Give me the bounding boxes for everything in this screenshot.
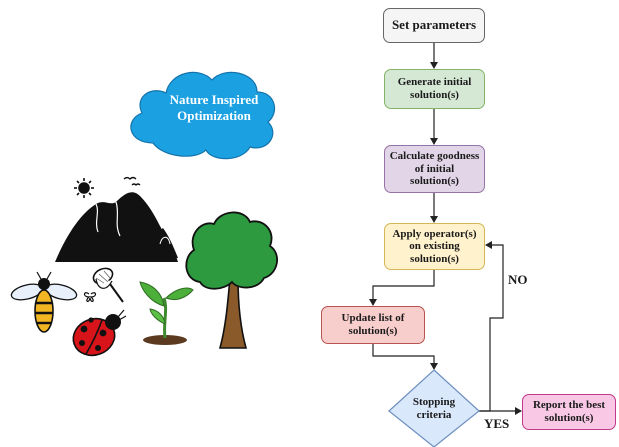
seedling-icon (139, 281, 194, 345)
yes-edge-label: YES (484, 416, 510, 431)
ladybug-icon (72, 309, 127, 357)
decision-diamond-shape (388, 369, 480, 447)
cloud-label: Nature Inspired Optimization (169, 92, 259, 123)
set-parameters-step: Set parameters (383, 8, 485, 43)
stopping-criteria-label: Stopping criteria (412, 396, 456, 422)
no-edge-label: NO (508, 272, 528, 287)
flowchart-connectors (369, 43, 522, 415)
butterfly-net-icon (92, 267, 124, 303)
bee-icon (10, 271, 78, 333)
report-best-solutions-step: Report the best solution(s) (522, 394, 616, 430)
birds-icon (123, 176, 141, 186)
generate-initial-solutions-step: Generate initial solution(s) (384, 69, 485, 109)
cloud-shape (130, 71, 276, 160)
mountain-icon (55, 192, 178, 262)
apply-operators-step: Apply operator(s) on existing solution(s… (384, 223, 485, 270)
update-list-step: Update list of solution(s) (321, 306, 425, 344)
tree-icon (185, 211, 278, 349)
sun-icon (74, 178, 94, 198)
calculate-goodness-step: Calculate goodness of initial solution(s… (384, 145, 485, 193)
butterfly-icon (83, 292, 97, 302)
